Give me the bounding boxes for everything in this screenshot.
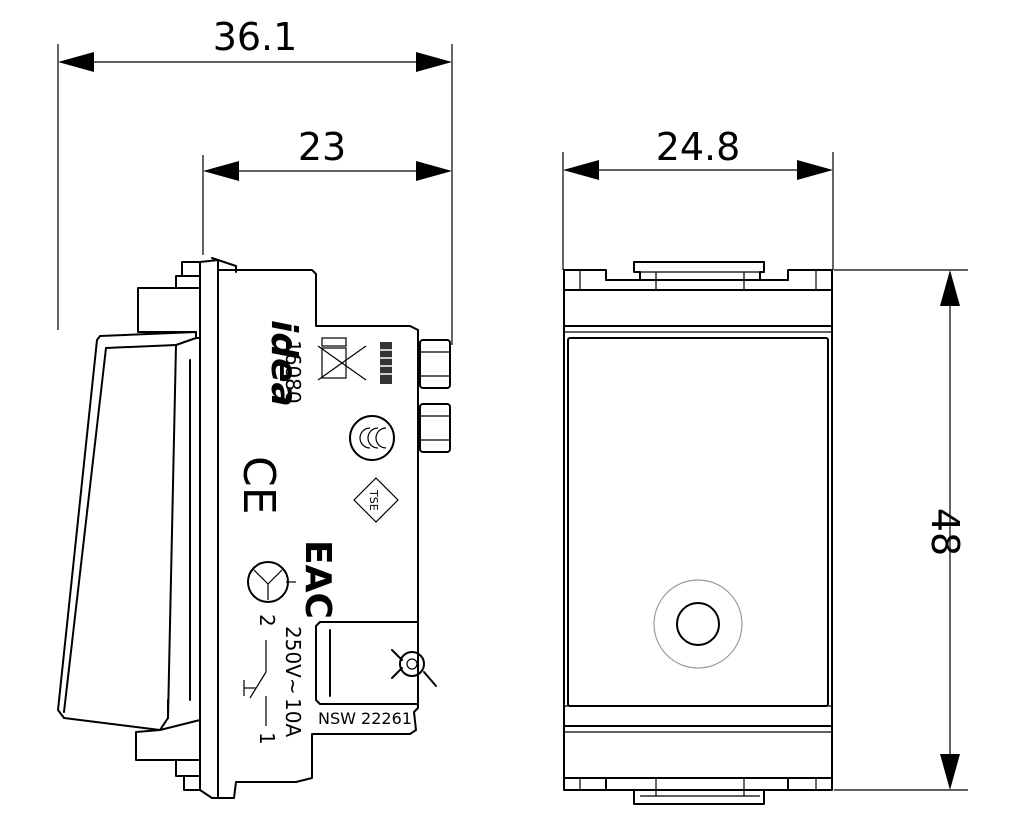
- eac-mark: EAC: [297, 540, 338, 619]
- arrowhead-bottom: [940, 754, 960, 790]
- terminal-screws: [417, 339, 451, 621]
- approval-circle-icon: [247, 561, 296, 603]
- arrowhead-right: [416, 52, 452, 72]
- front-bottom-clip: [563, 777, 833, 805]
- front-frame: [563, 289, 833, 779]
- arrowhead-left: [58, 52, 94, 72]
- front-view: [563, 261, 833, 805]
- rating-current: 10A: [281, 698, 305, 737]
- dimension-body-depth: 23: [202, 125, 452, 255]
- spring-clamp: [315, 621, 419, 705]
- dimension-label-width: 24.8: [656, 125, 741, 169]
- dimension-label-body-depth: 23: [298, 125, 346, 169]
- front-top-clip: [563, 261, 833, 291]
- plug-symbol-icon: [391, 649, 437, 687]
- switch-body: [199, 257, 419, 799]
- switch-schematic-icon: [243, 640, 267, 726]
- rocker-paddle: [57, 331, 197, 731]
- front-rocker: [563, 325, 833, 733]
- arrowhead-right: [416, 161, 452, 181]
- dimension-label-overall-depth: 36.1: [213, 15, 298, 59]
- brand-logo: idea: [263, 320, 304, 407]
- arrowhead-left: [563, 160, 599, 180]
- dimension-label-height: 48: [923, 508, 967, 556]
- weee-bin-icon: [317, 337, 367, 381]
- arrowhead-left: [203, 161, 239, 181]
- dimension-overall-depth: 36.1: [57, 15, 453, 345]
- dimension-width: 24.8: [562, 125, 834, 270]
- indicator-lens-icon: [653, 579, 743, 669]
- ccc-mark-icon: [349, 415, 395, 461]
- color-bar-icon: [380, 342, 392, 384]
- rating-voltage: 250V~: [281, 626, 305, 695]
- article-code: 16080: [281, 340, 305, 404]
- arrowhead-right: [797, 160, 833, 180]
- patent-code: NSW 22261: [318, 709, 412, 728]
- dimension-height: 48: [834, 269, 968, 791]
- side-view: idea 16080: [57, 257, 451, 799]
- arrowhead-top: [940, 270, 960, 306]
- tse-mark-label: TSE: [367, 489, 380, 511]
- tse-mark-icon: TSE: [353, 477, 399, 523]
- terminal-label-2: 2: [255, 614, 279, 627]
- side-markings: idea 16080: [233, 320, 437, 745]
- ce-mark: CE: [233, 456, 284, 515]
- terminal-label-1: 1: [255, 732, 279, 745]
